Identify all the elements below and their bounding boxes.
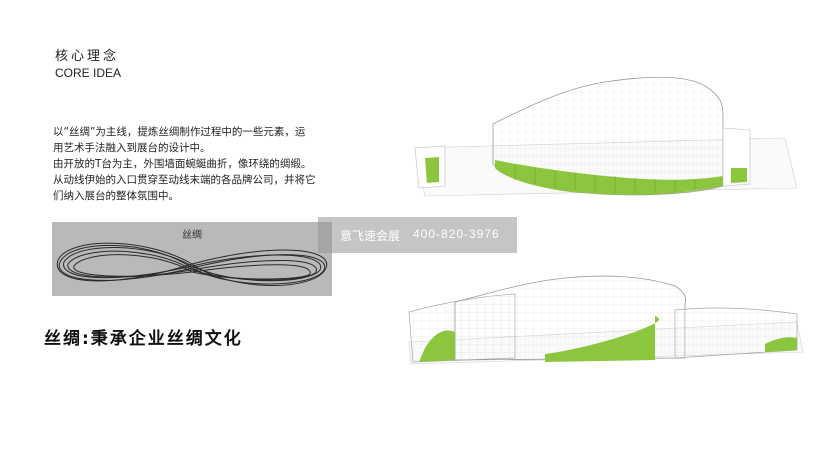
watermark-brand: 意飞速会展 [340, 229, 401, 243]
description-line: 从动线伊始的入口贯穿至动线末端的各品牌公司，并将它 [53, 174, 316, 186]
section-title-cn: 核心理念 [55, 49, 120, 64]
watermark-phone: 400-820-3976 [413, 227, 500, 241]
description-line: 以“丝绸”为主线，提炼丝绸制作过程中的一些元素，运 [53, 126, 306, 138]
description-line: 由开放的T台为主，外围墙面蜿蜒曲折，像环绕的绸缎。 [53, 158, 312, 170]
infinity-ribbon-drawing [56, 242, 328, 287]
silk-ribbon-image: 丝绸 [52, 222, 332, 296]
silk-image-label: 丝绸 [182, 230, 202, 241]
description-line: 们纳入展台的整体氛围中。 [53, 190, 179, 202]
section-title-en: CORE IDEA [55, 66, 122, 80]
description-line: 用艺术手法融入到展台的设计中。 [53, 142, 211, 154]
booth-rendering-top [414, 76, 798, 197]
watermark-banner: 意飞速会展 400-820-3976 [318, 217, 517, 253]
tagline: 丝绸:秉承企业丝绸文化 [44, 329, 243, 349]
booth-rendering-bottom [408, 275, 804, 365]
description-text: 以“丝绸”为主线，提炼丝绸制作过程中的一些元素，运 用艺术手法融入到展台的设计中… [53, 124, 383, 204]
